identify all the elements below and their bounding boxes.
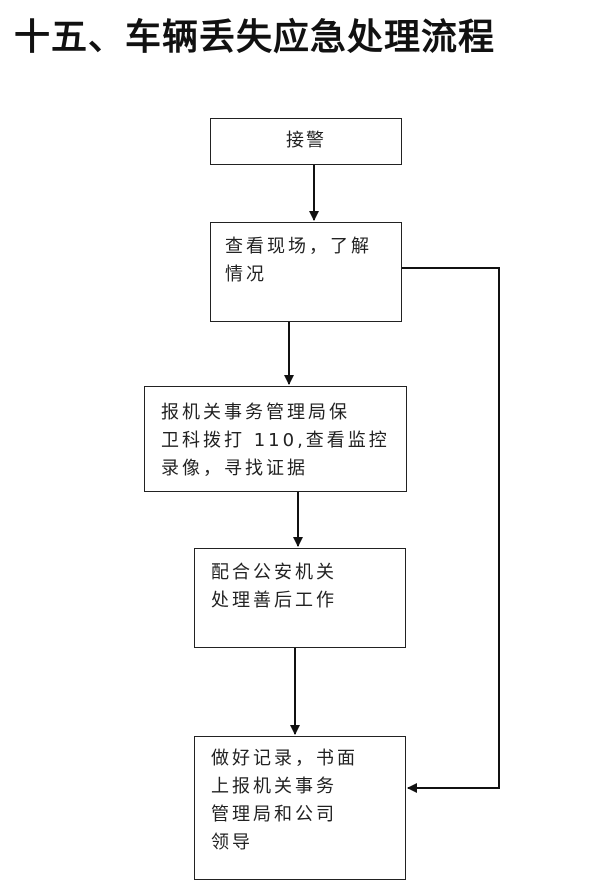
node-label: 配合公安机关 处理善后工作 bbox=[211, 562, 337, 611]
node-assist-police: 配合公安机关 处理善后工作 bbox=[194, 548, 406, 648]
arrow-b2-to-b5 bbox=[402, 267, 500, 793]
node-label: 报机关事务管理局保 卫科拨打 110,查看监控 录像，寻找证据 bbox=[161, 402, 390, 479]
node-label: 接警 bbox=[286, 130, 326, 151]
node-receive-alarm: 接警 bbox=[210, 118, 402, 165]
page-title: 十五、车辆丢失应急处理流程 bbox=[14, 17, 496, 58]
node-report-security: 报机关事务管理局保 卫科拨打 110,查看监控 录像，寻找证据 bbox=[144, 386, 407, 492]
node-inspect-scene: 查看现场，了解 情况 bbox=[210, 222, 402, 322]
node-label: 查看现场，了解 情况 bbox=[225, 236, 372, 285]
node-record-report: 做好记录，书面 上报机关事务 管理局和公司 领导 bbox=[194, 736, 406, 880]
node-label: 做好记录，书面 上报机关事务 管理局和公司 领导 bbox=[211, 748, 358, 853]
